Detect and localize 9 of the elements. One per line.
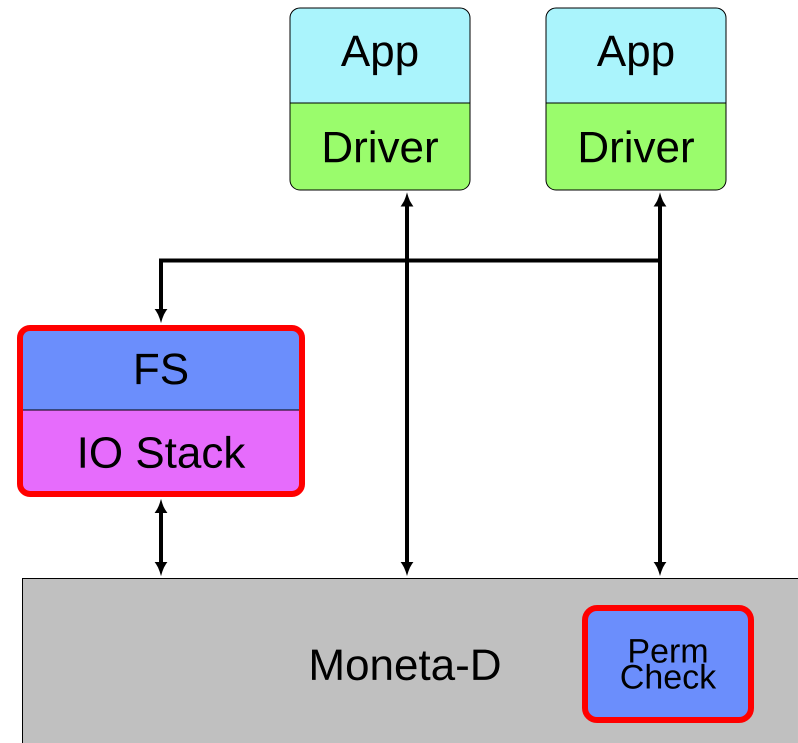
arrow — [156, 502, 166, 573]
arrow — [156, 258, 660, 320]
arrow — [654, 260, 666, 573]
stack-box: App Driver — [546, 7, 726, 190]
check-box: Perm Check — [582, 604, 754, 723]
stack-box: App Driver — [290, 7, 470, 190]
arrow — [654, 196, 666, 260]
stack-box: FS IO Stack — [17, 324, 305, 497]
arrow — [402, 196, 412, 573]
